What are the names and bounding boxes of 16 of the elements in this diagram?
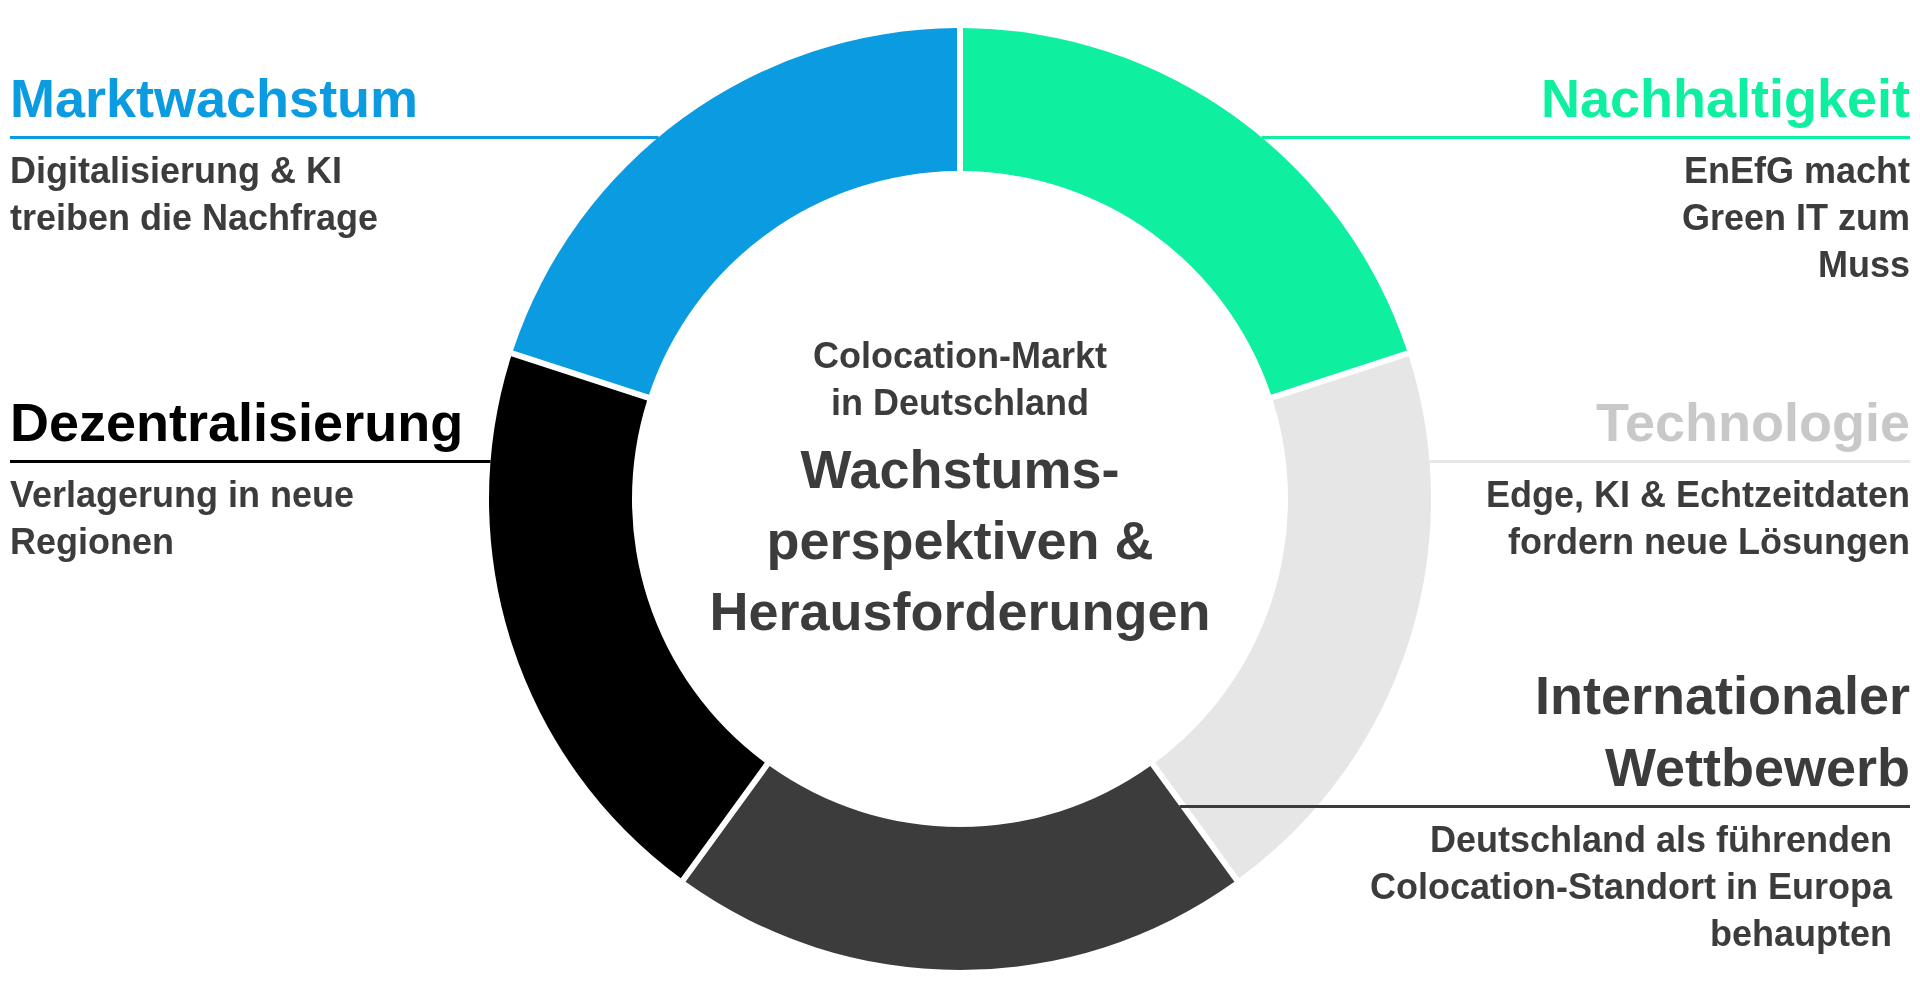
leader-line — [480, 136, 659, 139]
category-heading: Internationaler Wettbewerb — [1350, 659, 1910, 808]
description-text: Edge, KI & Echtzeitdaten fordern neue Lösungen — [1484, 473, 1910, 564]
category-heading: Dezentralisierung — [10, 386, 480, 463]
description-text: Verlagerung in neue Regionen — [10, 473, 356, 564]
leader-line — [1179, 805, 1350, 808]
description-text: EnEfG macht Green IT zum Muss — [1680, 149, 1910, 287]
description-text: Deutschland als führenden Colocation-Standort in Europa behaupten — [1369, 818, 1892, 956]
leader-line — [480, 460, 491, 463]
description-text: Digitalisierung & KI treiben die Nachfrage — [10, 149, 380, 240]
diagram-title: Wachstums- perspektiven & Herausforderungen — [708, 438, 1212, 643]
category-heading: Marktwachstum — [10, 62, 480, 139]
leader-line — [1261, 136, 1490, 139]
subtitle-text: Colocation-Markt in Deutschland — [812, 334, 1108, 425]
category-heading: Nachhaltigkeit — [1490, 62, 1910, 139]
donut-segment — [685, 766, 1235, 970]
